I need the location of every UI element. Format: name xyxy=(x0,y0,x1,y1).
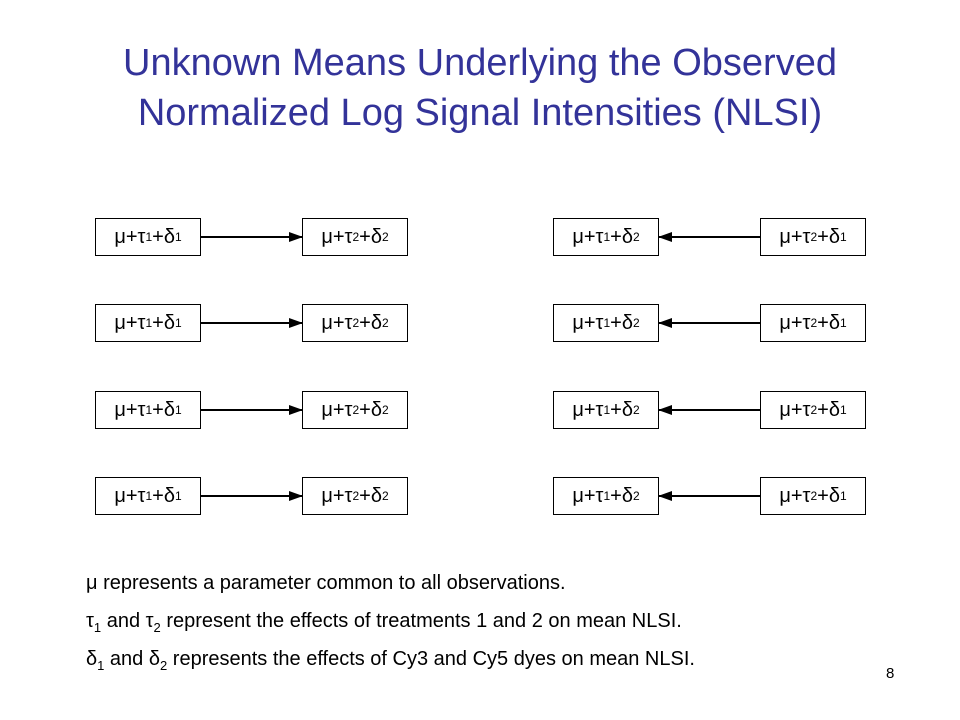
slide-title: Unknown Means Underlying the Observed No… xyxy=(0,38,960,138)
page-number: 8 xyxy=(886,665,895,682)
title-line-2: Normalized Log Signal Intensities (NLSI) xyxy=(137,92,823,134)
note-mu: μ represents a parameter common to all o… xyxy=(86,572,566,594)
note-tau: τ1 and τ2 represent the effects of treat… xyxy=(86,610,682,635)
notes: μ represents a parameter common to all o… xyxy=(86,570,695,684)
title-line-1: Unknown Means Underlying the Observed xyxy=(123,42,837,84)
note-delta: δ1 and δ2 represents the effects of Cy3 … xyxy=(86,648,695,673)
